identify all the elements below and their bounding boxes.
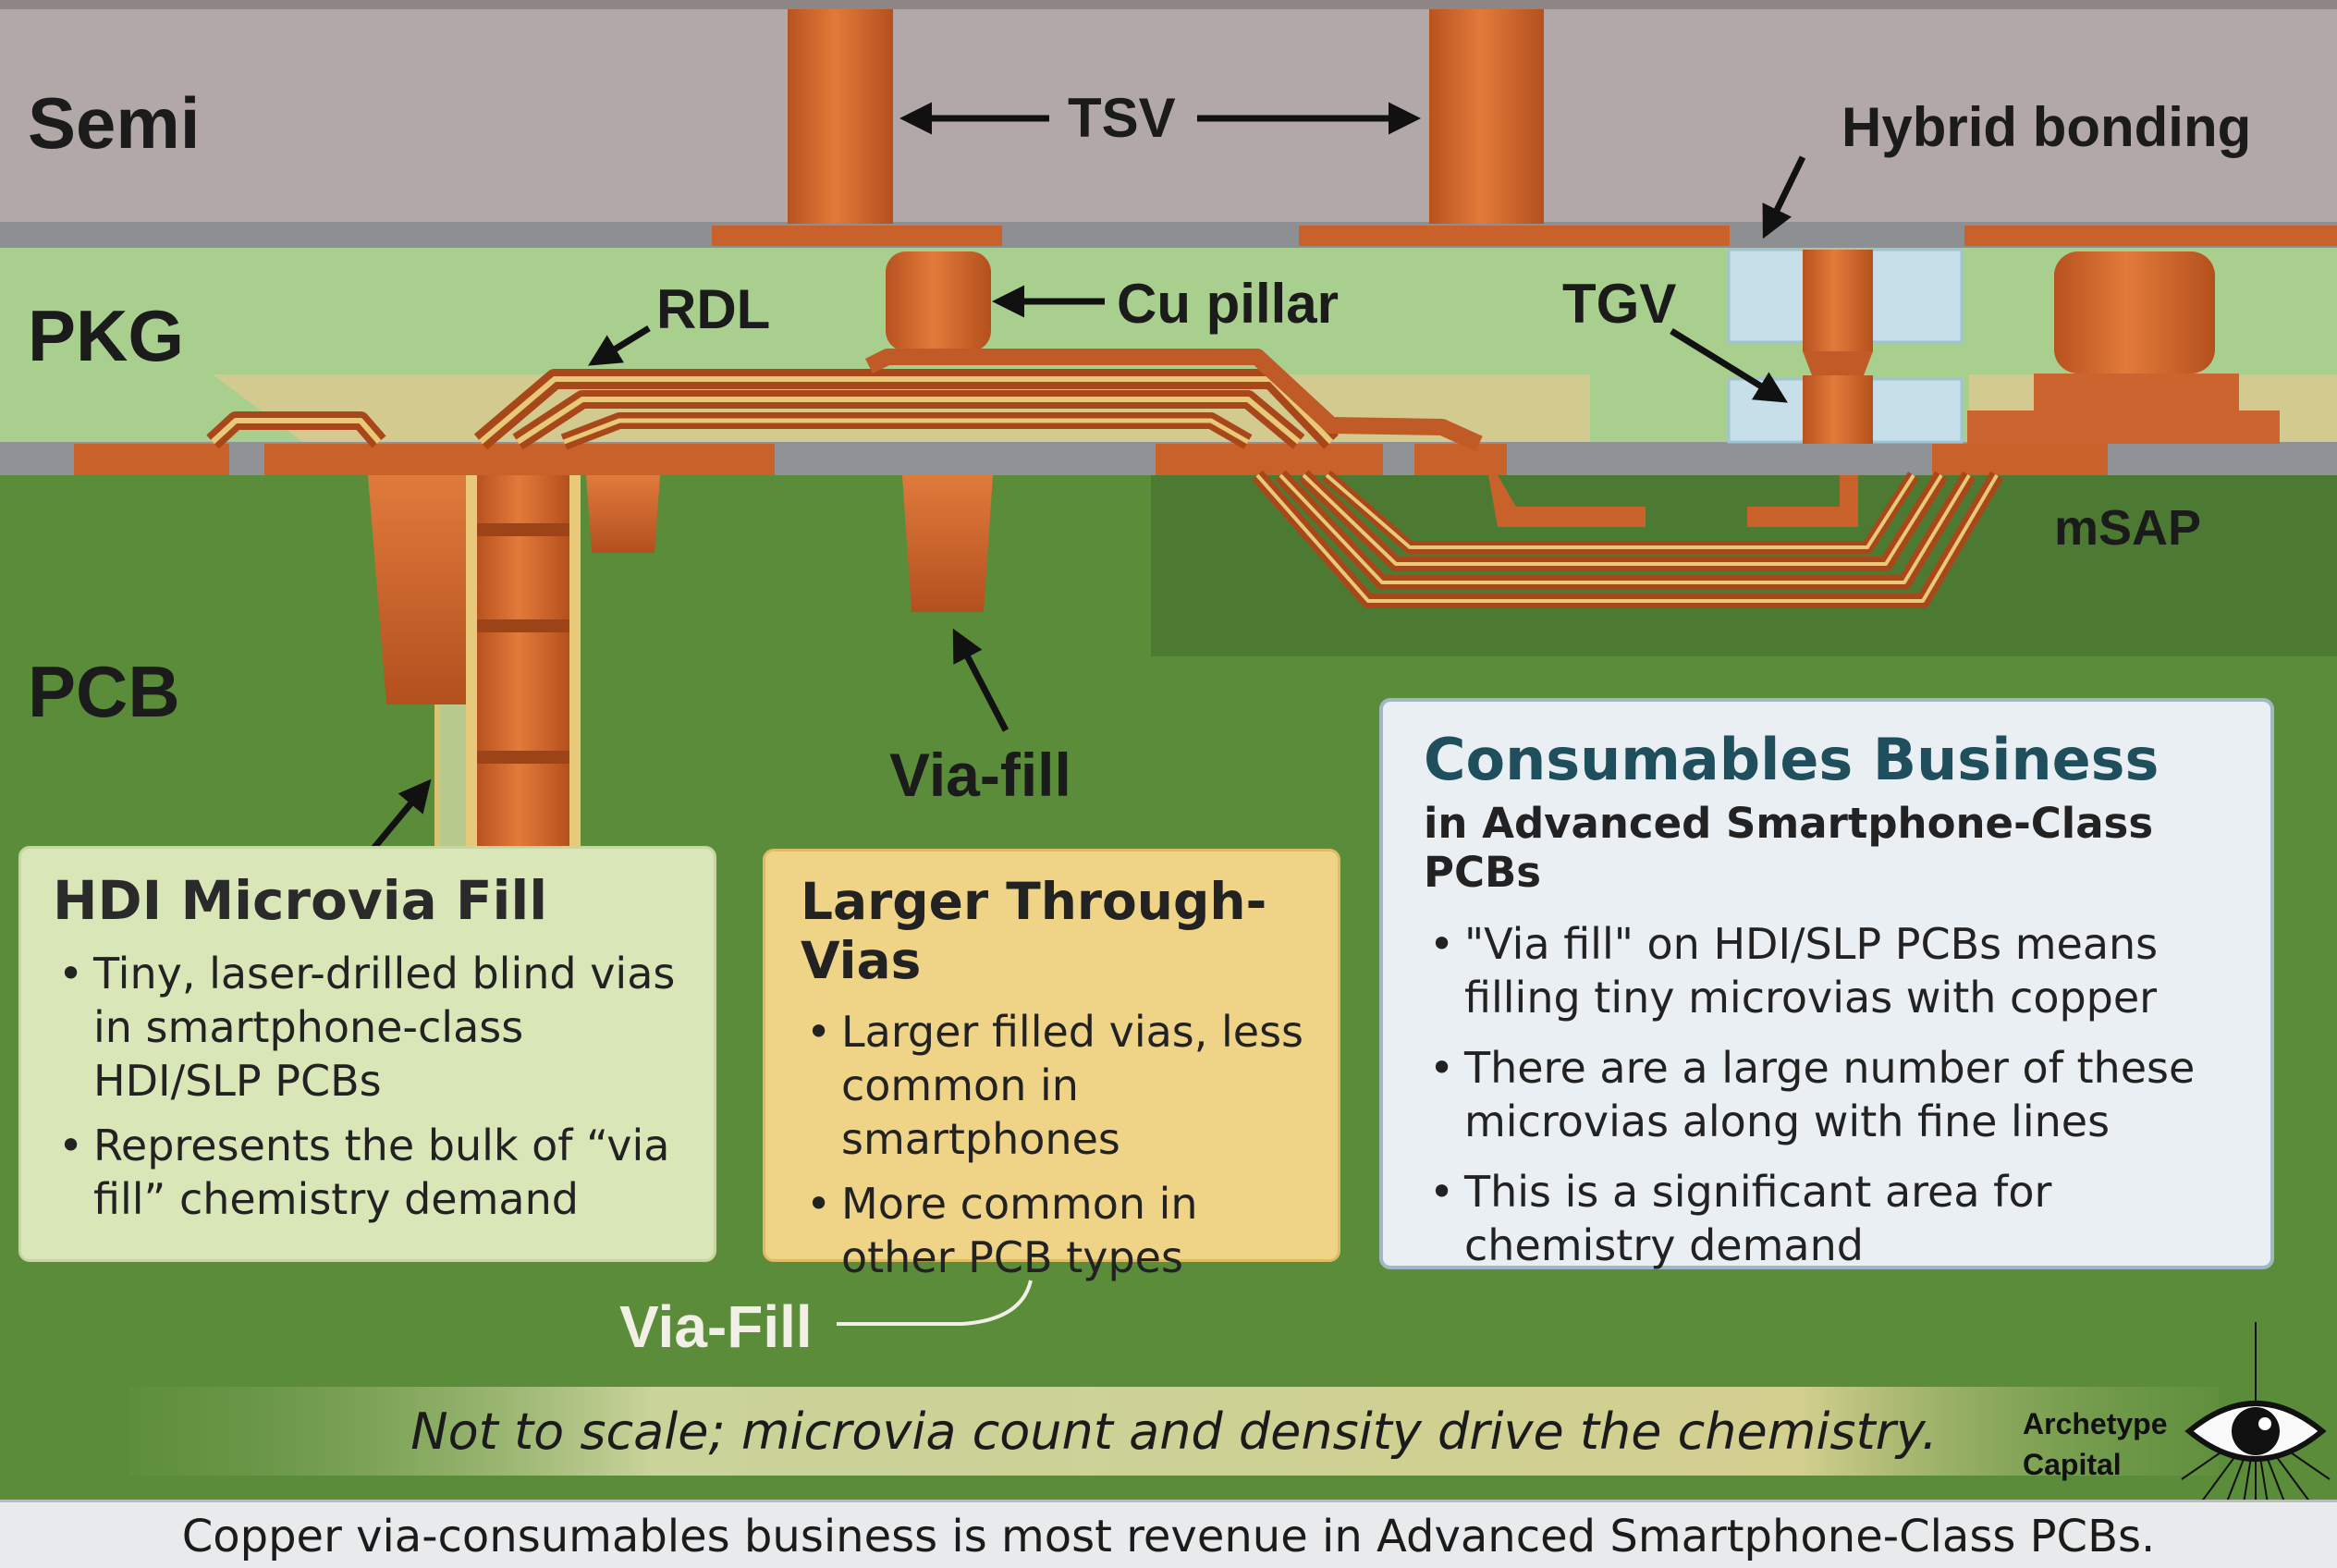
layer-label-pcb: PCB (28, 651, 180, 732)
brand-line-1: Archetype (2023, 1407, 2168, 1440)
msap-label: mSAP (2054, 500, 2202, 556)
hdi-box-title: HDI Microvia Fill (53, 869, 548, 932)
hdi-bullet-2: Represents the bulk of “via fill” chemis… (53, 1119, 695, 1226)
consumables-bullet-1: "Via fill" on HDI/SLP PCBs means filling… (1424, 917, 2252, 1024)
scale-note-text: Not to scale; microvia count and density… (410, 1402, 1938, 1461)
through-box-title: Larger Through-Vias (801, 872, 1267, 990)
caption-text: Copper via-consumables business is most … (181, 1511, 2156, 1562)
through-vias-box: Larger Through-Vias Larger filled vias, … (763, 849, 1340, 1282)
consumables-box: Consumables Business in Advanced Smartph… (1379, 698, 2274, 1272)
consumables-box-subtitle: in Advanced Smartphone-Class PCBs (1424, 799, 2154, 897)
caption-bar: Copper via-consumables business is most … (0, 1500, 2337, 1568)
archetype-capital-brand: Archetype Capital (2023, 1403, 2168, 1485)
hdi-bullet-list: Tiny, laser-drilled blind vias in smartp… (53, 947, 695, 1226)
tgv-label: TGV (1562, 273, 1677, 335)
hdi-bullet-1: Tiny, laser-drilled blind vias in smartp… (53, 947, 695, 1108)
cu-pillar-label: Cu pillar (1117, 273, 1340, 335)
through-bullet-1: Larger filled vias, less common in smart… (801, 1005, 1323, 1166)
consumables-bullet-2: There are a large number of these microv… (1424, 1041, 2252, 1148)
layer-label-semi: Semi (28, 82, 201, 164)
consumables-bullet-3: This is a significant area for chemistry… (1424, 1165, 2252, 1272)
layer-label-pkg: PKG (28, 295, 185, 376)
through-bullet-2: More common in other PCB types (801, 1177, 1323, 1284)
hdi-microvia-box: HDI Microvia Fill Tiny, laser-drilled bl… (18, 846, 716, 1262)
via-fill-bottom-label: Via-Fill (619, 1293, 813, 1360)
scale-note: Not to scale; microvia count and density… (129, 1387, 2219, 1476)
consumables-box-title: Consumables Business (1424, 726, 2160, 793)
via-fill-label: Via-fill (889, 741, 1071, 809)
hybrid-bonding-label: Hybrid bonding (1841, 96, 2252, 158)
consumables-bullet-list: "Via fill" on HDI/SLP PCBs means filling… (1424, 917, 2252, 1272)
through-bullet-list: Larger filled vias, less common in smart… (801, 1005, 1323, 1284)
tsv-label: TSV (1068, 87, 1176, 149)
rdl-label: RDL (656, 278, 771, 340)
brand-line-2: Capital (2023, 1448, 2122, 1481)
